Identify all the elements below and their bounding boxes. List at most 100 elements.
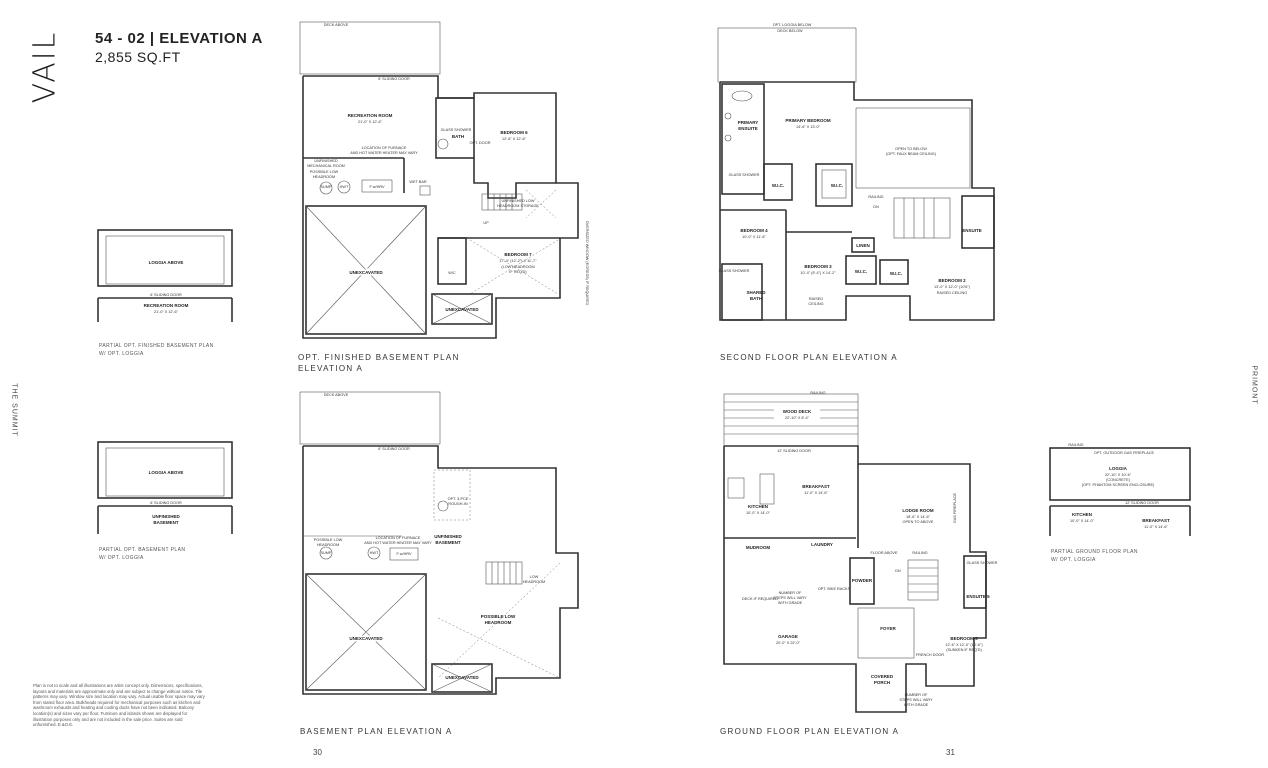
svg-text:RAILING: RAILING <box>1068 443 1083 447</box>
svg-text:FOYER: FOYER <box>880 626 896 631</box>
breakfast-label: BREAKFAST <box>802 484 830 489</box>
svg-text:10'-4" (9'-4") X 14'-2": 10'-4" (9'-4") X 14'-2" <box>800 271 836 275</box>
ground-floor-title: GROUND FLOOR PLAN ELEVATION A <box>720 727 900 736</box>
svg-text:IF REQ'D): IF REQ'D) <box>509 270 527 274</box>
svg-text:STEPS WILL VARY: STEPS WILL VARY <box>773 596 807 600</box>
svg-text:HWT: HWT <box>370 551 379 555</box>
svg-text:UNEXCAVATED: UNEXCAVATED <box>445 307 479 312</box>
svg-text:DN: DN <box>873 205 879 209</box>
page-number-right: 31 <box>946 748 955 757</box>
kitchen-label: KITCHEN <box>748 504 768 509</box>
svg-text:FRENCH DOOR: FRENCH DOOR <box>916 653 945 657</box>
svg-text:(CONCRETE): (CONCRETE) <box>1106 478 1131 482</box>
svg-text:WET BAR: WET BAR <box>409 180 426 184</box>
svg-text:LOGGIA: LOGGIA <box>1109 466 1127 471</box>
svg-text:OPT. LOGGIA BELOW: OPT. LOGGIA BELOW <box>773 23 812 27</box>
svg-text:LOCATION OF FURNACE: LOCATION OF FURNACE <box>376 536 421 540</box>
svg-text:21'-0" X 12'-6": 21'-0" X 12'-6" <box>358 120 383 124</box>
svg-text:21'-0" X 12'-6": 21'-0" X 12'-6" <box>154 310 179 314</box>
svg-text:17'-4" (12'-2") X 11'-7": 17'-4" (12'-2") X 11'-7" <box>500 259 538 263</box>
bedroom5-label: BEDROOM 5 <box>950 636 978 641</box>
partial-opt-basement-caption: PARTIAL OPT. BASEMENT PLAN W/ OPT. LOGGI… <box>99 547 186 561</box>
svg-text:SUMP: SUMP <box>321 185 332 189</box>
svg-text:OPT. 3-PCE: OPT. 3-PCE <box>448 497 469 501</box>
page-number-left: 30 <box>313 748 322 757</box>
deck-above-label: DECK ABOVE <box>324 23 349 27</box>
svg-text:20'-0" X 22'-0": 20'-0" X 22'-0" <box>776 641 801 645</box>
svg-text:DECK IF REQUIRED: DECK IF REQUIRED <box>742 597 778 601</box>
svg-text:BATH: BATH <box>750 296 762 301</box>
svg-text:BASEMENT: BASEMENT <box>153 520 179 525</box>
svg-text:KITCHEN: KITCHEN <box>1072 512 1092 517</box>
svg-text:BASEMENT: BASEMENT <box>435 540 461 545</box>
svg-text:GLASS SHOWER: GLASS SHOWER <box>967 561 998 565</box>
svg-text:UNEXCAVATED: UNEXCAVATED <box>445 675 479 680</box>
svg-text:DN: DN <box>895 569 901 573</box>
svg-text:14'-6" X 13'-0": 14'-6" X 13'-0" <box>796 125 821 129</box>
basement-title: BASEMENT PLAN ELEVATION A <box>300 727 453 736</box>
svg-text:GAS FIREPLACE: GAS FIREPLACE <box>953 492 957 523</box>
svg-text:13'-0" X 12'-0" (10'6"): 13'-0" X 12'-0" (10'6") <box>934 285 971 289</box>
svg-text:POSSIBLE LOW: POSSIBLE LOW <box>481 614 516 619</box>
svg-text:10'-0" X 14'-0": 10'-0" X 14'-0" <box>746 511 771 515</box>
disclaimer-text: Plan is not to scale and all illustratio… <box>33 683 205 728</box>
svg-text:POWDER: POWDER <box>852 578 873 583</box>
rec-room-label: RECREATION ROOM <box>348 113 393 118</box>
second-floor-plan: OPT. LOGGIA BELOW DECK BELOW PRIMARY ENS… <box>717 23 995 321</box>
svg-text:BATH: BATH <box>452 134 464 139</box>
svg-text:6' SLIDING DOOR: 6' SLIDING DOOR <box>150 293 182 297</box>
svg-text:11'-0" X 14'-6": 11'-0" X 14'-6" <box>1144 525 1168 529</box>
svg-text:ENSUITE: ENSUITE <box>962 228 982 233</box>
partial-opt-finished-caption: PARTIAL OPT. FINISHED BASEMENT PLAN W/ O… <box>99 343 214 357</box>
svg-text:HWT: HWT <box>340 185 349 189</box>
svg-text:RECREATION ROOM: RECREATION ROOM <box>144 303 189 308</box>
svg-text:11'-0" X 14'-6": 11'-0" X 14'-6" <box>804 491 828 495</box>
svg-text:MECHANICAL ROOM: MECHANICAL ROOM <box>307 164 345 168</box>
svg-text:W.I.C.: W.I.C. <box>772 183 784 188</box>
bedroom3-label: BEDROOM 3 <box>804 264 832 269</box>
svg-text:UNFINISHED LOW: UNFINISHED LOW <box>502 199 535 203</box>
svg-text:BREAKFAST: BREAKFAST <box>1142 518 1170 523</box>
svg-text:PORCH: PORCH <box>874 680 890 685</box>
square-footage: 2,855 SQ.FT <box>95 49 181 65</box>
svg-text:(OPT. FAUX BEAM CEILING): (OPT. FAUX BEAM CEILING) <box>886 152 937 156</box>
svg-text:LOGGIA ABOVE: LOGGIA ABOVE <box>149 260 184 265</box>
lodge-room-label: LODGE ROOM <box>902 508 934 513</box>
svg-text:W.I.C.: W.I.C. <box>855 269 867 274</box>
svg-text:AND HOT WATER HEATER MAY VARY: AND HOT WATER HEATER MAY VARY <box>350 151 418 155</box>
model-title: 54 - 02 | ELEVATION A <box>95 30 263 47</box>
basement-plan: DECK ABOVE 6' SLIDING DOOR OPT. 3-PCE RO… <box>299 391 579 695</box>
svg-text:STEPS WILL VARY: STEPS WILL VARY <box>899 698 933 702</box>
svg-text:WITH GRADE: WITH GRADE <box>904 703 929 707</box>
bedroom6-label: BEDROOM 6 <box>500 130 528 135</box>
svg-text:OPEN TO BELOW: OPEN TO BELOW <box>895 147 927 151</box>
svg-text:GLASS SHOWER: GLASS SHOWER <box>719 269 750 273</box>
partial-ground-caption: PARTIAL GROUND FLOOR PLAN W/ OPT. LOGGIA <box>1051 549 1138 563</box>
partial-opt-finished-basement: LOGGIA ABOVE 6' SLIDING DOOR RECREATION … <box>97 229 233 322</box>
svg-text:6' SLIDING DOOR: 6' SLIDING DOOR <box>150 501 182 505</box>
svg-text:HEADROOM: HEADROOM <box>313 175 335 179</box>
svg-text:OPT. DOOR: OPT. DOOR <box>470 141 491 145</box>
svg-text:GLASS SHOWER: GLASS SHOWER <box>729 173 760 177</box>
svg-text:SHARED: SHARED <box>746 290 766 295</box>
svg-text:10'-0" X 11'-6": 10'-0" X 11'-6" <box>742 235 766 239</box>
svg-text:18'-6" X 14'-6": 18'-6" X 14'-6" <box>906 515 931 519</box>
svg-text:W/C: W/C <box>448 271 456 275</box>
partial-opt-basement: LOGGIA ABOVE 6' SLIDING DOOR UNFINISHED … <box>97 441 233 534</box>
brand-logo: VAIL <box>27 30 63 104</box>
svg-text:LOW: LOW <box>530 575 539 579</box>
svg-text:WITH GRADE: WITH GRADE <box>778 601 803 605</box>
svg-text:22'-10" X 10'-6": 22'-10" X 10'-6" <box>1105 473 1132 477</box>
svg-text:UNEXCAVATED: UNEXCAVATED <box>349 270 383 275</box>
svg-text:(SUNKEN IF REQ'D): (SUNKEN IF REQ'D) <box>946 648 982 652</box>
bedroom7-label: BEDROOM 7 <box>504 252 532 257</box>
svg-text:UNFINISHED: UNFINISHED <box>314 159 337 163</box>
unexcavated-label: UNEXCAVATED <box>349 270 383 275</box>
svg-text:OPEN TO ABOVE: OPEN TO ABOVE <box>903 520 934 524</box>
svg-text:MUDROOM: MUDROOM <box>746 545 770 550</box>
svg-text:POSSIBLE LOW: POSSIBLE LOW <box>314 538 343 542</box>
svg-text:RAISED: RAISED <box>809 297 823 301</box>
svg-text:COVERED: COVERED <box>871 674 894 679</box>
svg-text:RAILING: RAILING <box>810 391 825 395</box>
bedroom4-label: BEDROOM 4 <box>740 228 768 233</box>
